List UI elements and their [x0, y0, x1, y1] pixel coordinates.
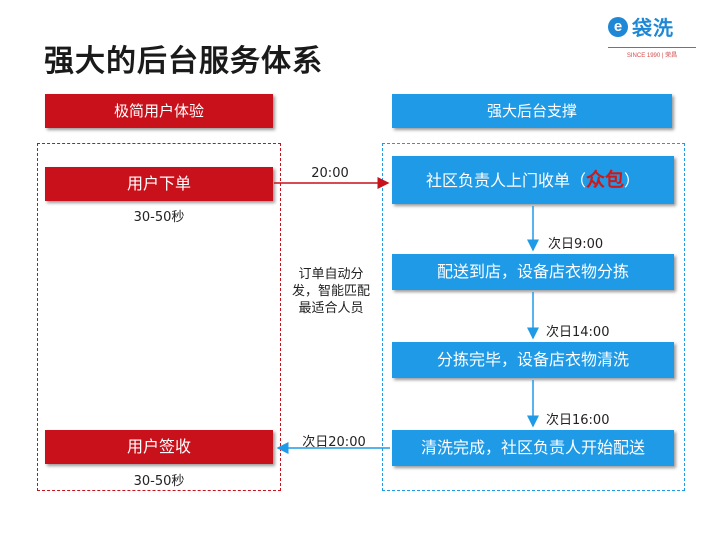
logo-tagline: SINCE 1990 | 荣昌 [608, 47, 696, 59]
user-sign-duration: 30-50秒 [133, 474, 185, 489]
top-arrow-time: 20:00 [311, 166, 349, 181]
step-collect-box: 社区负责人上门收单（众包） [392, 156, 674, 204]
step-sort-box: 分拣完毕，设备店衣物清洗 [392, 342, 674, 378]
logo-e-icon: e [608, 16, 628, 37]
bottom-arrow-time: 次日20:00 [302, 435, 366, 450]
right-header: 强大后台支撑 [392, 94, 672, 128]
step-wash-box: 清洗完成，社区负责人开始配送 [392, 430, 674, 466]
step-collect-text: 社区负责人上门收单（ [425, 171, 586, 190]
page-title: 强大的后台服务体系 [44, 44, 323, 79]
backend-support-region [382, 143, 685, 491]
user-order-box: 用户下单 [45, 167, 273, 201]
brand-logo: e 袋洗 SINCE 1990 | 荣昌 [608, 12, 704, 60]
logo-text: 袋洗 [632, 16, 674, 40]
step-collect-end: ） [624, 171, 641, 190]
crowdsource-highlight: 众包 [585, 169, 624, 191]
time-label-2: 次日14:00 [546, 325, 610, 340]
dispatch-note: 订单自动分发，智能匹配最适合人员 [291, 267, 370, 316]
left-header: 极简用户体验 [45, 94, 273, 128]
user-experience-region [37, 143, 281, 491]
step-deliver-box: 配送到店，设备店衣物分拣 [392, 254, 674, 290]
time-label-3: 次日16:00 [546, 413, 610, 428]
user-sign-box: 用户签收 [45, 430, 273, 464]
user-order-duration: 30-50秒 [133, 210, 185, 225]
time-label-1: 次日9:00 [548, 237, 604, 252]
